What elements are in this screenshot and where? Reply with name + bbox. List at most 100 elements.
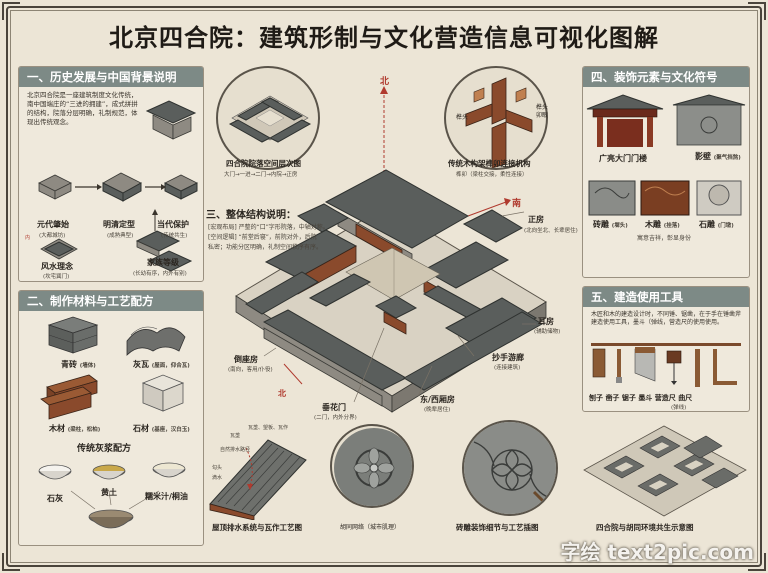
siheyuan-hutong-caption: 四合院与胡同环境共生示意图 <box>596 523 694 532</box>
inner-frame <box>10 10 758 563</box>
courtyard-main-illustration <box>235 86 547 413</box>
label-erfang: 耳房 <box>538 317 554 326</box>
brick-carving-circle <box>462 420 558 516</box>
section-tools: 五、建造使用工具 木匠和木的建造设计时，不同锤、锯凿，在于手在锤凿斧建造使用工具… <box>582 286 750 412</box>
hutong-network-drawing <box>334 428 412 506</box>
layout-hierarchy-circle <box>216 66 320 170</box>
ruler-icon <box>695 349 700 387</box>
label-chuihuamen: 垂花门 <box>322 403 346 412</box>
hutong-network-circle <box>330 424 414 508</box>
joinery-circle <box>444 66 548 170</box>
ink-marker-icon <box>666 350 682 385</box>
wood-carving-label: 木雕 (挂落) <box>645 220 680 229</box>
brick-carving-drawing <box>464 422 556 514</box>
label-daozuo-sub: (南向，客用/仆役) <box>228 367 273 373</box>
label-daozuo: 倒座房 <box>234 355 258 364</box>
fengshui-sub: (坎宅巽门) <box>43 274 70 280</box>
structure-line-2: [空间逻辑] “前堂后寝”，前院对外，后院 <box>208 234 317 241</box>
layout-hierarchy-sub: 大门→一进→二门→内院→正房 <box>224 172 298 178</box>
joinery-tag-tenon-left: 榫头 <box>456 114 469 121</box>
joinery-drawing <box>465 77 533 168</box>
outer-frame <box>6 6 762 567</box>
south-marker: 南 <box>512 199 522 209</box>
label-chaoshou: 抄手游廊 <box>492 353 524 362</box>
label-xiangfang-sub: (晚辈居住) <box>424 407 451 413</box>
timeline-mingqing-label: 明清定型 <box>103 220 135 229</box>
roof-drainage-illustration <box>209 439 307 520</box>
label-zhengfang: 正房 <box>528 215 544 224</box>
siheyuan-hutong-illustration <box>583 425 747 517</box>
hutong-caption: 胡同网络（城市肌理） <box>340 524 401 531</box>
mortar-loess-label: 黄土 <box>101 488 117 497</box>
material-wood-label: 木材 (梁柱，松柏) <box>49 424 101 433</box>
tools-names: 刨子 凿子 锯子 墨斗 营造尺 曲尺 <box>589 394 693 402</box>
material-stone-label: 石材 (基座，汉白玉) <box>133 424 190 433</box>
watermark: 字绘 text2pic.com <box>560 540 754 564</box>
materials-illustration <box>38 316 186 529</box>
roof-tag-walong: 瓦垄 <box>230 433 241 439</box>
section-materials-title: 二、制作材料与工艺配方 <box>19 291 203 311</box>
roof-tag-top: 瓦垄、望板、瓦作 <box>248 425 289 431</box>
section-materials: 二、制作材料与工艺配方 <box>18 290 204 546</box>
page-title: 北京四合院：建筑形制与文化营造信息可视化图解 <box>109 24 659 52</box>
north-marker-lower: 北 <box>278 389 286 398</box>
joinery-sub: 榫卯（梁柱交接，柔性连接） <box>456 172 528 178</box>
timeline-yuan-sub: (大都城坊) <box>39 233 66 239</box>
label-xiangfang: 东/西厢房 <box>420 395 455 404</box>
timeline-modern-label: 当代保护 <box>157 220 189 229</box>
corner-ornament-tr <box>748 2 766 20</box>
corner-ornament-bl <box>2 553 20 571</box>
corner-ornament-br <box>748 553 766 571</box>
roof-tag-drainage: 自然排水路径 <box>220 447 251 453</box>
material-brick-label: 青砖 (墙体) <box>61 360 96 369</box>
material-tile-label: 灰瓦 (屋面，仰合瓦) <box>133 360 190 369</box>
timeline-yuan-label: 元代肇始 <box>37 220 69 229</box>
guangliang-gate-label: 广亮大门门楼 <box>599 154 647 163</box>
screen-wall-icon <box>672 94 746 146</box>
brick-carving-label: 砖雕 (墀头) <box>593 220 628 229</box>
mortar-title: 传统灰浆配方 <box>77 444 132 454</box>
decoration-motto: 寓意吉祥，彰显身份 <box>637 235 692 242</box>
history-timeline-illustration: 内 <box>25 100 198 272</box>
roof-tag-gougou: 勾头 <box>212 465 223 471</box>
label-erfang-sub: (辅助储物) <box>534 329 561 335</box>
tools-sub: (弹线) <box>671 405 687 411</box>
joinery-tag-tenon-right: 榫头 <box>536 104 549 111</box>
layout-hierarchy-drawing <box>228 95 312 143</box>
decoration-illustration <box>586 94 746 216</box>
saw-icon <box>634 347 656 382</box>
gray-tile-icon <box>126 326 186 356</box>
family-hierarchy-sub: (长幼有序，内外有别) <box>133 271 187 277</box>
tools-illustration <box>591 343 741 387</box>
label-chuihuamen-sub: (二门，内外分界) <box>314 415 357 421</box>
label-chaoshou-sub: (连接建筑) <box>494 365 521 371</box>
tools-intro: 木匠和木的建造设计时，不同锤、锯凿，在于手在锤凿斧建造使用工具，墨斗（弹线，营造… <box>591 311 742 326</box>
north-marker: 北 <box>380 77 390 87</box>
stone-carving-label: 石雕 (门墩) <box>699 220 734 229</box>
layout-hierarchy-caption: 四合院院落空间层次图 <box>226 159 301 168</box>
plane-icon <box>592 348 606 378</box>
section-history-title: 一、历史发展与中国背景说明 <box>19 67 203 87</box>
timeline-mingqing-sub: (成熟典型) <box>107 233 134 239</box>
roof-drainage-caption: 屋顶排水系统与瓦作工艺图 <box>212 523 302 532</box>
label-zhengfang-sub: (北向坐北、长辈居住) <box>524 228 578 234</box>
structure-section-title: 三、整体结构说明： <box>206 210 296 221</box>
section-history: 一、历史发展与中国背景说明 北京四合院是一座建筑制度文化传统，南中国端庄的“三进… <box>18 66 204 282</box>
section-decoration: 四、装饰元素与文化符号 广亮大门门楼 影壁 (聚气挡煞) 砖雕 (墀头) 木雕 … <box>582 66 750 278</box>
guangliang-gate-icon <box>586 94 664 147</box>
stone-icon <box>141 374 185 412</box>
brick-carving-caption: 砖雕装饰细节与工艺插图 <box>456 523 539 532</box>
chisel-icon <box>616 349 622 383</box>
structure-line-1: [宏观布局] 严整的“口”字形院落，中轴对称。 <box>208 224 329 231</box>
section-tools-title: 五、建造使用工具 <box>583 287 749 307</box>
screen-wall-label: 影壁 (聚气挡煞) <box>695 152 741 161</box>
joinery-tag-mortise: 卯眼 <box>536 112 549 119</box>
square-ruler-icon <box>713 349 737 385</box>
mortar-rice-label: 糯米汁/桐油 <box>145 492 188 501</box>
svg-text:内: 内 <box>25 234 30 241</box>
fengshui-label: 风水理念 <box>41 262 73 271</box>
joinery-caption: 传统木构架榫卯连接机构 <box>448 159 531 168</box>
timber-icon <box>40 374 98 420</box>
history-intro: 北京四合院是一座建筑制度文化传统，南中国端庄的“三进的拥建”，成式拼拼的结构，院… <box>27 91 138 126</box>
corner-ornament-tl <box>2 2 20 20</box>
